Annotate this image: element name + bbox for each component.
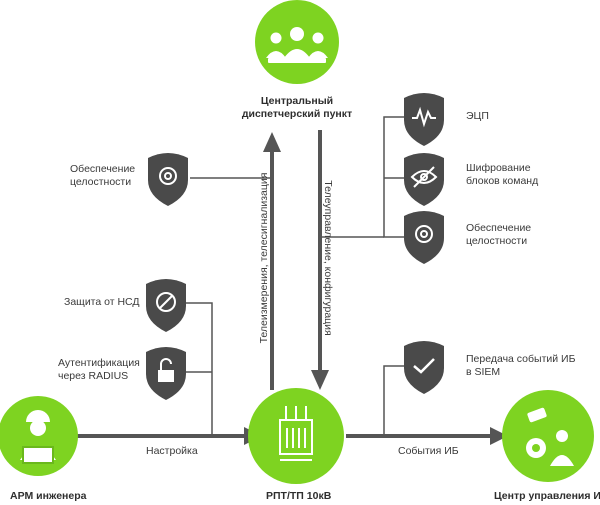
shield-encryption [404,153,444,206]
transformer-icon [279,406,313,461]
up-arrow-label: Телеизмерения, телесигнализация [258,172,270,344]
connector-siem [383,365,404,436]
shield-integrity-left [148,153,188,206]
left-arrow-label: Настройка [146,445,198,457]
radius-line2: через RADIUS [58,370,129,382]
rpt-node [248,388,344,484]
rpt-title: РПТ/ТП 10кВ [266,490,332,502]
gear-icon [415,225,433,243]
encryption-line1: Шифрование [466,162,531,174]
nsd-line1: Защита от НСД [64,296,140,308]
encryption-line2: блоков команд [466,175,539,187]
ecp-line1: ЭЦП [466,110,489,122]
arm-title: АРМ инженера [10,490,87,502]
central-dispatch-title: Центральный диспетчерский пункт [237,95,357,121]
center-title: Центр управления ИБ [494,490,600,502]
center-node [502,390,594,482]
security-center-icon [526,407,574,466]
block-icon [156,292,176,312]
integrity-right-line1: Обеспечение [466,222,532,234]
shields [146,93,444,400]
shield-nsd [146,279,186,332]
connector-right-bracket [383,116,404,238]
arrow-up [263,132,281,390]
ecp-label: ЭЦП [466,110,489,123]
unlock-icon [158,358,174,382]
connector-lines [186,116,404,436]
signature-icon [412,106,436,128]
shield-integrity-right [404,211,444,264]
integrity-left-line1: Обеспечение [70,163,136,175]
arrow-right-to-center [346,427,508,445]
siem-line1: Передача событий ИБ [466,353,576,365]
arrow-down [311,130,329,390]
check-icon [413,358,435,374]
siem-line2: в SIEM [466,366,501,378]
operators-icon [266,27,328,63]
arm-node [0,396,78,476]
engineer-icon [20,410,56,464]
shield-ecp [404,93,444,146]
shield-siem [404,341,444,394]
siem-label: Передача событий ИБ в SIEM [466,353,575,379]
nsd-label: Защита от НСД [64,296,140,309]
central-title-line1: Центральный [260,95,334,107]
connector-nsd [186,302,213,436]
central-dispatch-node [255,0,339,84]
integrity-right-label: Обеспечение целостности [466,222,531,248]
eye-slash-icon [410,166,438,188]
central-title-line2: диспетчерский пункт [241,108,353,120]
integrity-left-line2: целостности [70,176,132,188]
radius-label: Аутентификация через RADIUS [58,357,140,383]
down-arrow-label: Телеуправление, конфигурация [322,180,334,336]
shield-radius [146,347,186,400]
encryption-label: Шифрование блоков команд [466,162,538,188]
integrity-right-line2: целостности [466,235,528,247]
arrow-left-to-rpt [70,427,262,445]
right-arrow-label: События ИБ [398,445,459,457]
integrity-left-label: Обеспечение целостности [70,163,135,189]
gear-icon [159,167,177,185]
radius-line1: Аутентификация [58,357,140,369]
